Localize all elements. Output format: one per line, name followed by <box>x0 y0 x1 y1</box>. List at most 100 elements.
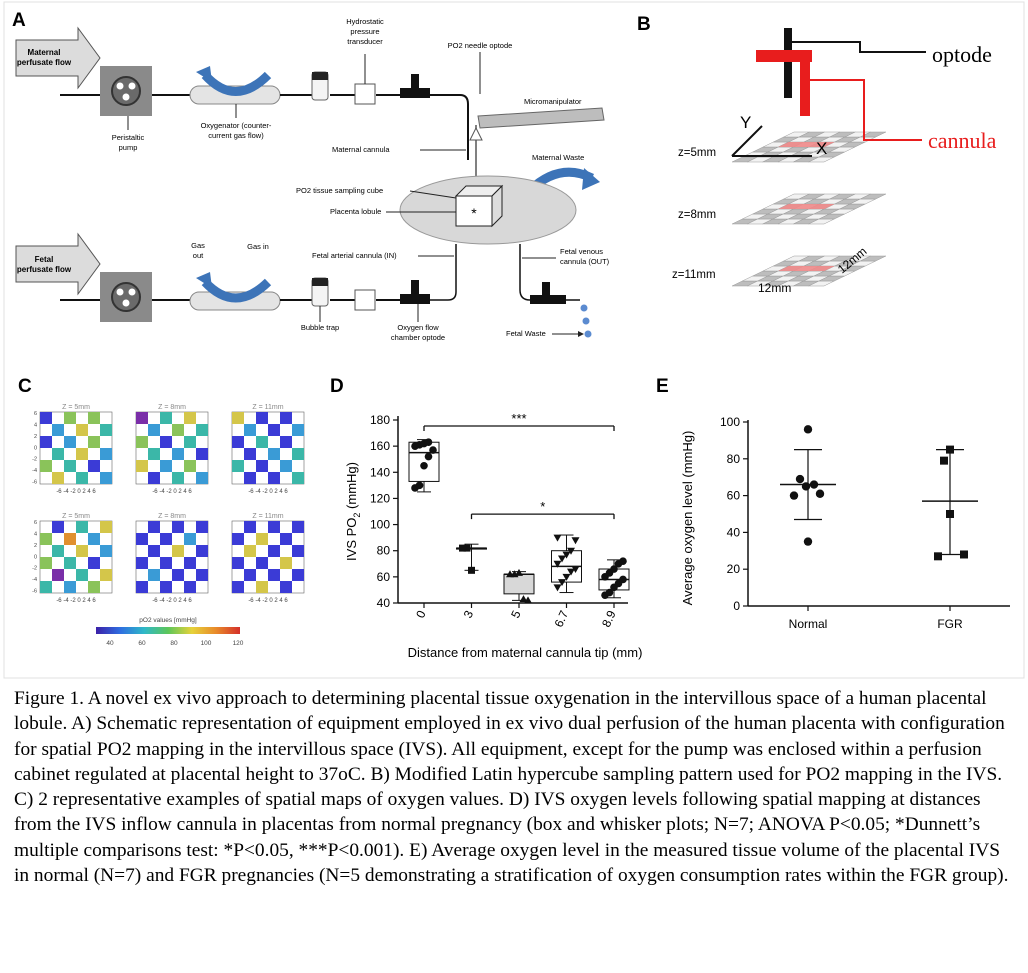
map-cell <box>76 424 88 436</box>
map-cell <box>196 545 208 557</box>
data-point <box>610 565 618 573</box>
y-tick-label: 80 <box>727 452 741 466</box>
significance-label: * <box>540 499 545 514</box>
y-tick-label: 100 <box>370 518 390 532</box>
map-cell <box>244 424 256 436</box>
y-tick-label: 80 <box>377 544 391 558</box>
micromanipulator-label: Micromanipulator <box>524 97 582 106</box>
maternal-pump-rotor <box>111 76 141 106</box>
map-cell <box>172 472 184 484</box>
map-cell <box>64 533 76 545</box>
map-cell <box>100 569 112 581</box>
data-point <box>619 557 627 565</box>
map-cell <box>52 448 64 460</box>
map-cell <box>280 533 292 545</box>
map-y-tick: -2 <box>32 457 37 463</box>
map-cell <box>292 472 304 484</box>
map-cell <box>40 581 52 593</box>
map-x-ticks: -6 -4 -2 0 2 4 6 <box>152 598 192 604</box>
map-y-tick: 6 <box>34 411 37 417</box>
map-cell <box>280 412 292 424</box>
map-cell <box>244 521 256 533</box>
cube-star: * <box>471 205 477 221</box>
maternal-waste-label: Maternal Waste <box>532 153 584 162</box>
maternal-cannula-label: Maternal cannula <box>332 145 390 154</box>
x-tick-label: 3 <box>461 608 477 620</box>
significance-label: *** <box>511 411 526 426</box>
fetal-pump-rotor <box>111 282 141 312</box>
map-cell <box>136 581 148 593</box>
map-cell <box>40 412 52 424</box>
map-x-ticks: -6 -4 -2 0 2 4 6 <box>248 489 288 495</box>
map-y-tick: 4 <box>34 422 37 428</box>
map-cell <box>64 436 76 448</box>
map-cell <box>88 581 100 593</box>
map-cell <box>64 412 76 424</box>
sampling-cube-label: PO2 tissue sampling cube <box>296 186 383 195</box>
map-cell <box>256 533 268 545</box>
colorbar-bar <box>96 627 240 634</box>
map-cell <box>244 569 256 581</box>
map-cell <box>76 448 88 460</box>
map-cell <box>268 448 280 460</box>
fetal-venous-tubing <box>519 244 538 301</box>
y-tick-label: 40 <box>727 525 741 539</box>
map-cell <box>196 472 208 484</box>
colorbar-tick: 60 <box>138 640 146 647</box>
map-cell <box>160 460 172 472</box>
map-cell <box>148 521 160 533</box>
y-tick-label: 100 <box>720 415 740 429</box>
pointer-line <box>409 190 457 199</box>
axis-x-label: X <box>816 139 827 158</box>
map-cell <box>160 412 172 424</box>
map-cell <box>244 448 256 460</box>
grid-cell <box>860 193 887 200</box>
data-point <box>553 560 562 568</box>
data-point <box>809 480 819 489</box>
panel-b-letter: B <box>637 14 651 35</box>
map-cell <box>256 460 268 472</box>
map-cell <box>88 436 100 448</box>
map-cell <box>100 424 112 436</box>
dim-x-label: 12mm <box>758 281 791 295</box>
data-point <box>803 425 813 434</box>
fetal-venous-optode-stem <box>542 282 550 295</box>
map-cell <box>148 472 160 484</box>
colorbar-tick: 80 <box>170 640 178 647</box>
grid-cell <box>860 131 887 138</box>
map-cell <box>76 472 88 484</box>
oxygenator-label: Oxygenator (counter-current gas flow) <box>201 121 272 140</box>
y-tick-label: 140 <box>370 465 390 479</box>
map-y-tick: 0 <box>34 445 37 451</box>
map-cell <box>244 545 256 557</box>
map-cell <box>64 581 76 593</box>
map-cell <box>280 557 292 569</box>
map-title: Z = 11mm <box>252 404 283 411</box>
maternal-optode-stem <box>411 74 419 88</box>
colorbar-tick: 100 <box>201 640 212 647</box>
map-cell <box>88 533 100 545</box>
map-cell <box>268 521 280 533</box>
colorbar-title: pO2 values [mmHg] <box>139 617 197 624</box>
map-x-ticks: -6 -4 -2 0 2 4 6 <box>56 598 96 604</box>
y-tick-label: 0 <box>733 599 740 613</box>
data-point <box>524 596 532 604</box>
panel-b: B optode cannula X Y z=5mm z=8mm z=11mm … <box>637 14 997 295</box>
map-cell <box>136 533 148 545</box>
data-point <box>562 551 571 559</box>
map-cell <box>52 521 64 533</box>
gas-flow-arrowhead <box>196 272 212 288</box>
data-point <box>515 568 523 576</box>
x-axis-label: Distance from maternal cannula tip (mm) <box>408 645 643 660</box>
map-cell <box>256 557 268 569</box>
map-cell <box>160 533 172 545</box>
map-cell <box>52 424 64 436</box>
x-tick-label: FGR <box>937 617 963 631</box>
map-y-tick: -4 <box>32 577 37 583</box>
micromanipulator <box>477 107 605 129</box>
